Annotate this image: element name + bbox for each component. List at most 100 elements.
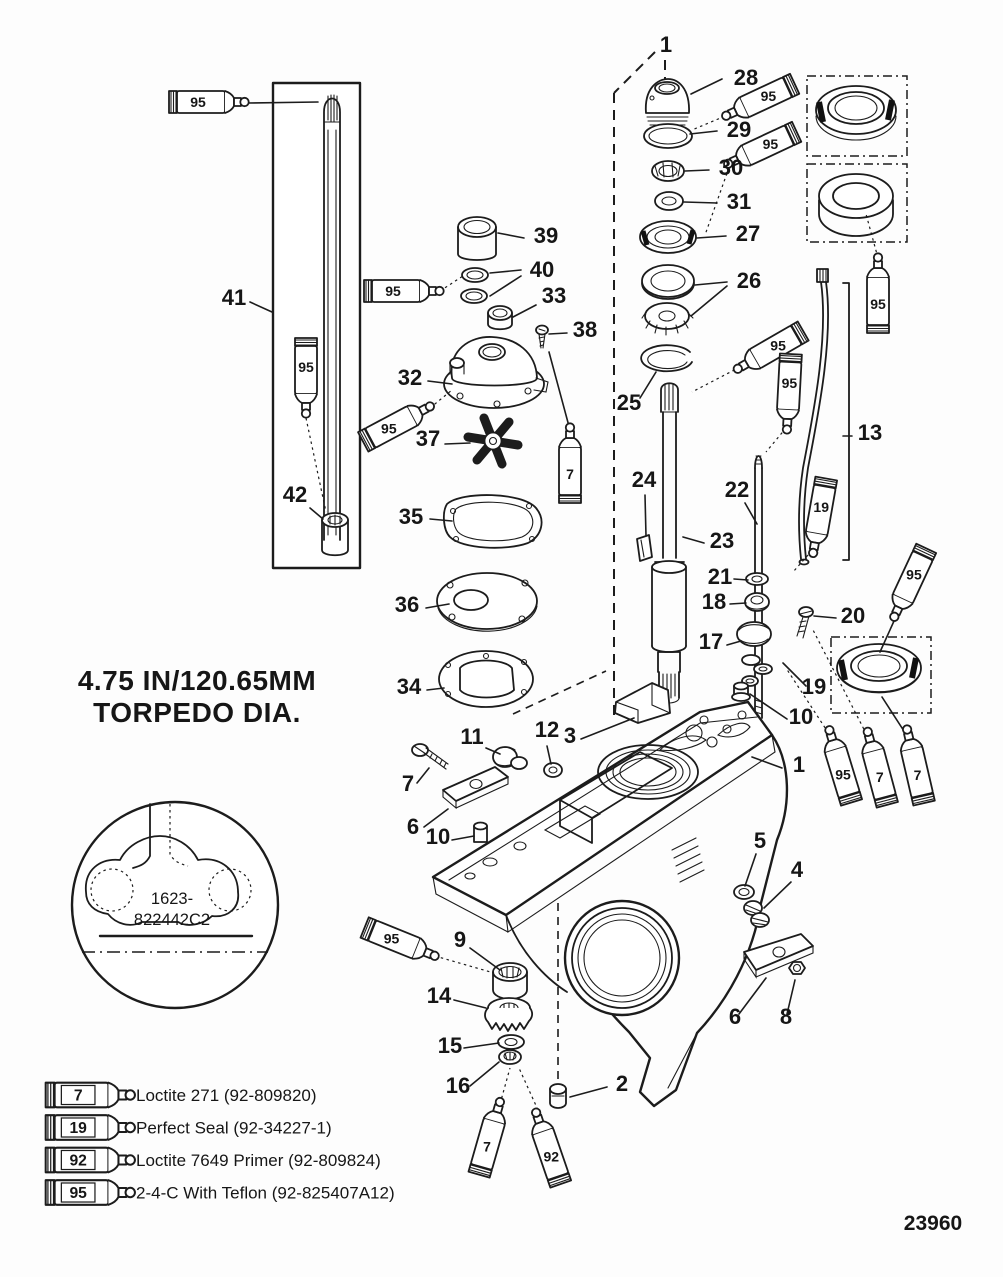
part-34-gasket — [438, 650, 534, 708]
callout-12: 12 — [535, 717, 559, 742]
tube-label: 95 — [69, 1185, 87, 1202]
tube-label: 95 — [906, 567, 922, 583]
callout-30: 30 — [719, 155, 743, 180]
tube-label: 95 — [870, 296, 886, 312]
drawing-number: 23960 — [904, 1212, 962, 1235]
legend-label: Perfect Seal (92-34227-1) — [136, 1119, 332, 1138]
tube-label: 7 — [914, 767, 922, 783]
sealant-tube-icon-95-impeller: 95 — [357, 401, 435, 453]
sealant-tube-icon-95-pump: 95 — [363, 279, 445, 303]
part-41-driveshaft — [323, 94, 341, 541]
part-3-wedge — [614, 682, 671, 724]
legend-tube-icon-92: 92 — [44, 1146, 136, 1174]
legend-tube-icon-19: 19 — [44, 1114, 136, 1141]
callout-17: 17 — [699, 629, 723, 654]
callout-40: 40 — [530, 257, 554, 282]
bearing-detail-boxes — [806, 75, 932, 714]
callout-36: 36 — [395, 592, 419, 617]
sealant-tube-icon-95-bearingC: 95 — [889, 542, 938, 622]
torpedo-note-line2: TORPEDO DIA. — [93, 697, 301, 728]
callout-10-right: 10 — [789, 704, 813, 729]
part-35-gasket — [443, 494, 543, 549]
part-16-nut — [498, 1049, 522, 1065]
water-pump-assembly — [436, 216, 549, 708]
callout-34: 34 — [397, 674, 422, 699]
callout-4: 4 — [791, 857, 804, 882]
part-17-shift-cam — [736, 621, 773, 687]
part-29-o-ring — [643, 123, 693, 149]
part-36-plate — [436, 572, 538, 632]
prop-shaft-bore — [563, 899, 681, 1017]
part-26-race-and-gear — [641, 264, 695, 336]
callout-35: 35 — [399, 504, 423, 529]
tube-label: 95 — [384, 930, 400, 946]
legend-row-95: 95 2-4-C With Teflon (92-825407A12) — [44, 1179, 395, 1206]
callout-37: 37 — [416, 426, 440, 451]
tube-label: 95 — [770, 338, 786, 354]
trim-tab-parts — [733, 884, 814, 979]
sealant-tube-icon-19-tube: 19 — [804, 475, 838, 558]
callout-16: 16 — [446, 1073, 470, 1098]
tube-label: 95 — [190, 94, 206, 110]
housing-id-line2: 822442C2 — [134, 911, 210, 929]
sealant-tube-icon-95-cap: 95 — [721, 72, 801, 121]
sealant-tube-icon-95-ringB: 95 — [866, 252, 890, 334]
legend-label: Loctite 7649 Primer (92-809824) — [136, 1151, 381, 1170]
tube-label: 7 — [876, 769, 884, 785]
callout-3: 3 — [564, 723, 576, 748]
part-18-grommet — [744, 592, 770, 612]
tube-label: 95 — [385, 283, 401, 299]
tube-label: 92 — [543, 1149, 559, 1165]
callout-31: 31 — [727, 189, 751, 214]
sealant-tube-icon-95-shiftrod: 95 — [776, 352, 803, 435]
torpedo-note-line1: 4.75 IN/120.65MM — [78, 665, 316, 696]
sealant-tube-icon-95-trio: 95 — [823, 725, 863, 807]
part-33-cap — [487, 305, 513, 331]
legend-row-92: 92 Loctite 7649 Primer (92-809824) — [44, 1146, 381, 1174]
part-6-block-right — [743, 933, 814, 979]
callout-24: 24 — [632, 467, 657, 492]
tube-label: 92 — [69, 1153, 87, 1170]
bearing-box-top — [806, 75, 908, 157]
sealant-tube-icon-7-screw: 7 — [558, 422, 582, 504]
part-10-sleeve-right — [731, 681, 751, 702]
legend-label: Loctite 271 (92-809820) — [136, 1086, 317, 1105]
part-11-bushing — [492, 746, 528, 770]
water-tube-13 — [798, 268, 850, 566]
callout-15: 15 — [438, 1033, 462, 1058]
pinion-parts — [484, 962, 567, 1109]
tube-label: 7 — [74, 1088, 83, 1105]
sealant-tube-icon-7-trio-b: 7 — [899, 724, 936, 807]
callout-29: 29 — [727, 117, 751, 142]
part-40-o-rings — [460, 267, 489, 304]
callout-21: 21 — [708, 564, 732, 589]
callout-11: 11 — [460, 724, 483, 749]
legend-tube-icon-95: 95 — [44, 1179, 136, 1206]
part-37-impeller — [463, 413, 523, 469]
part-20-screw — [796, 606, 814, 639]
part-27-bearing — [639, 220, 697, 254]
bearing-box-mid — [830, 636, 932, 714]
part-5-washer — [733, 884, 755, 900]
callout-23: 23 — [710, 528, 734, 553]
part-28-cap — [645, 78, 690, 126]
callout-33: 33 — [542, 283, 566, 308]
tube-label: 95 — [298, 359, 314, 375]
tube-label: 95 — [763, 136, 779, 152]
legend-label: 2-4-C With Teflon (92-825407A12) — [136, 1184, 395, 1203]
tube-label: 95 — [761, 88, 777, 104]
sealant-tube-icon-95-bearing: 95 — [723, 120, 803, 169]
callout-13: 13 — [858, 420, 882, 445]
part-25-retaining-ring — [640, 344, 693, 373]
part-7-bolt — [411, 743, 449, 770]
callout-7-bolt: 7 — [402, 771, 414, 796]
callout-28: 28 — [734, 65, 758, 90]
part-13-bracket — [842, 282, 850, 561]
callout-6-left: 6 — [407, 814, 419, 839]
sealant-tube-icon-95-inbox: 95 — [294, 337, 318, 419]
